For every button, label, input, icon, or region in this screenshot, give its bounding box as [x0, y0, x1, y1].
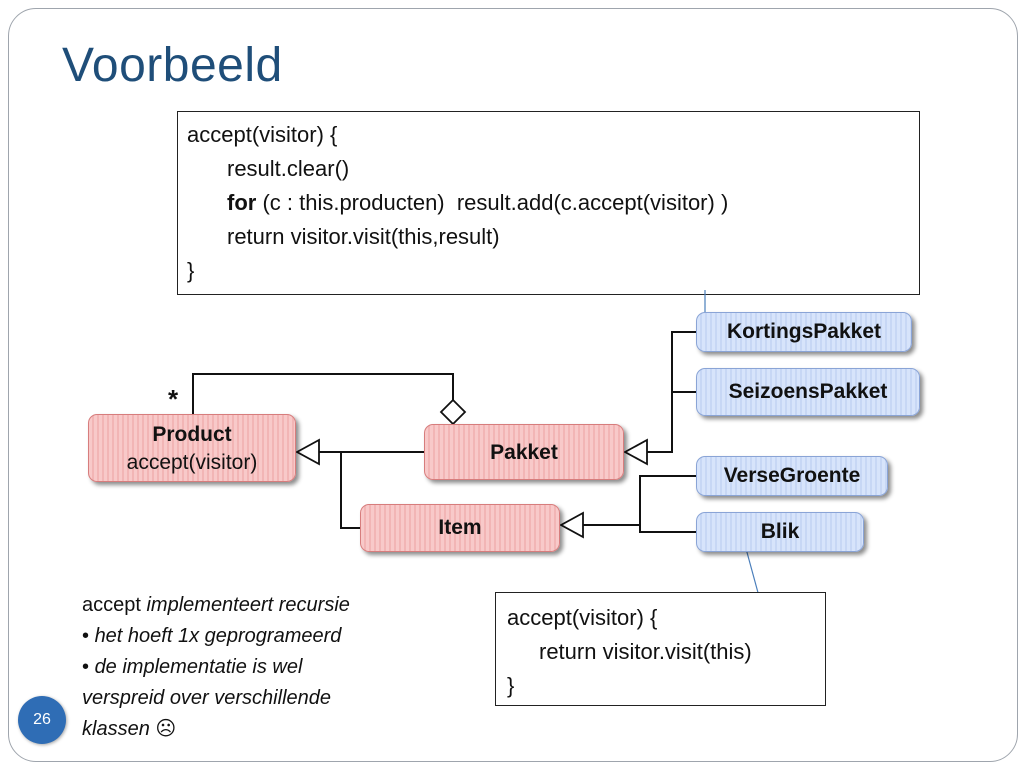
- code-line: accept(visitor) {: [187, 122, 338, 147]
- code-line-rest: (c : this.producten) result.add(c.accept…: [256, 190, 729, 215]
- class-product-method: accept(visitor): [126, 451, 258, 474]
- blik-line: [639, 525, 696, 533]
- note-line: verspreid over verschillende: [82, 683, 350, 714]
- code-line: return visitor.visit(this,result): [227, 224, 500, 249]
- sad-face-icon: ☹: [155, 718, 177, 740]
- note-bullet: • het hoeft 1x geprogrameerd: [82, 625, 342, 647]
- page-number-badge: 26: [18, 696, 66, 744]
- generalization-arrow-pakket: [623, 438, 648, 466]
- note-italic: verspreid over verschillende: [82, 687, 332, 709]
- for-keyword: for: [227, 190, 257, 215]
- note-line: accept implementeert recursie: [82, 590, 350, 621]
- callout-line-leaf: [744, 544, 761, 601]
- code-line: }: [507, 673, 515, 698]
- multiplicity-label: *: [168, 384, 179, 414]
- class-product: Product accept(visitor): [88, 414, 296, 482]
- aggregation-line: [192, 373, 454, 414]
- class-blik: Blik: [696, 512, 864, 552]
- note-italic: klassen: [82, 718, 150, 740]
- slide-title: Voorbeeld: [62, 39, 283, 92]
- code-line: return visitor.visit(this): [539, 639, 752, 664]
- note-bullet: • de implementatie is wel: [82, 656, 303, 678]
- note-bullet-text: het hoeft 1x geprogrameerd: [94, 625, 342, 647]
- generalization-arrow-product: [295, 438, 320, 466]
- class-item: Item: [360, 504, 560, 552]
- class-kortingspakket: KortingsPakket: [696, 312, 912, 352]
- leaf-accept-code: accept(visitor) { return visitor.visit(t…: [495, 592, 826, 706]
- class-pakket: Pakket: [424, 424, 624, 480]
- note-italic: implementeert recursie: [146, 594, 350, 616]
- versegroente-line: [583, 475, 696, 526]
- generalization-arrow-item: [559, 511, 584, 539]
- class-seizoenspakket: SeizoensPakket: [696, 368, 920, 416]
- note-line: klassen ☹: [82, 714, 350, 745]
- item-to-product-line: [340, 452, 360, 529]
- code-line: }: [187, 258, 195, 283]
- code-line: for (c : this.producten) result.add(c.ac…: [187, 186, 919, 220]
- composite-accept-code: accept(visitor) { result.clear() for (c …: [177, 111, 920, 295]
- aggregation-diamond: [439, 398, 467, 426]
- note-plain: accept: [82, 594, 147, 616]
- code-line: accept(visitor) {: [507, 605, 658, 630]
- code-line: result.clear(): [227, 156, 350, 181]
- class-versegroente: VerseGroente: [696, 456, 888, 496]
- note-bullet-text: de implementatie is wel: [94, 656, 303, 678]
- notes-text: accept implementeert recursie • het hoef…: [82, 590, 350, 745]
- class-product-name: Product: [152, 423, 232, 446]
